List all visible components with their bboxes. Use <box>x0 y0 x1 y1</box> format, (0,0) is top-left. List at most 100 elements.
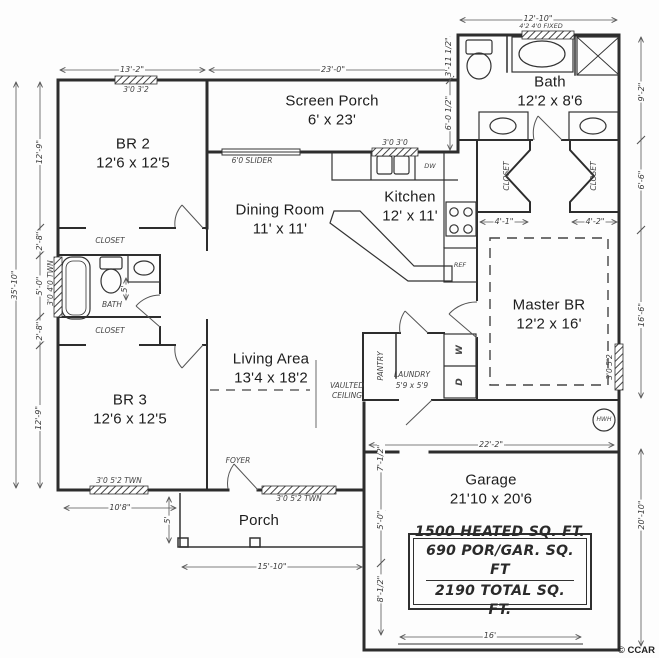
room-size: 12' x 11' <box>382 207 438 224</box>
hall-bath-fixtures <box>61 254 161 320</box>
room-label-screen-porch: Screen Porch 6' x 23' <box>285 93 378 130</box>
dim-garage-top: 22'-2" <box>477 440 505 449</box>
room-name: Dining Room <box>235 201 325 219</box>
master-door <box>448 301 478 339</box>
kitchen-sink-icon <box>376 155 393 175</box>
dim-right-bath: 9'-2" <box>637 81 646 103</box>
slider-door <box>221 148 301 156</box>
shower-icon <box>576 36 620 76</box>
dim-top-porch: 23'-0" <box>319 65 347 74</box>
room-name: Garage <box>465 471 517 489</box>
heated-sqft: 1500 HEATED SQ. FT. <box>414 524 586 540</box>
vanity-icon <box>478 111 529 141</box>
dim-garage-left-1: 7'-1/2" <box>376 443 385 473</box>
laundry-label: LAUNDRY <box>394 370 430 379</box>
window-hall-bath <box>53 256 63 318</box>
porch-post <box>249 537 261 548</box>
closet-label: CLOSET <box>95 326 125 335</box>
dim-left-total: 35'-10" <box>10 269 19 301</box>
total-sqft: 2190 TOTAL SQ. FT. <box>426 580 574 620</box>
window-label-br3: 3'0 5'2 TWN <box>96 476 142 485</box>
dim-bath-upper: 3'-11 1/2" <box>444 36 453 78</box>
room-size: 12'6 x 12'5 <box>96 154 170 171</box>
dim-right-closet: 6'-6" <box>637 169 646 191</box>
window-front <box>261 485 337 495</box>
room-label-br3: BR 3 12'6 x 12'5 <box>93 392 167 429</box>
window-bath <box>521 30 575 40</box>
bath-door <box>532 115 563 141</box>
ceiling-lines <box>210 237 609 428</box>
room-size: 12'2 x 16' <box>516 315 582 332</box>
dim-top-br2: 13'-2" <box>118 65 146 74</box>
closet-label: CLOSET <box>502 161 511 191</box>
room-label-bath: Bath 12'2 x 8'6 <box>517 74 582 111</box>
dim-garage-left-3: 8'-1/2" <box>376 574 385 604</box>
window-br2 <box>114 75 158 85</box>
window-label-master: 3'0 5'2 <box>605 354 614 380</box>
room-name: Screen Porch <box>285 92 379 110</box>
pantry-label: PANTRY <box>376 351 385 381</box>
porch-structure <box>177 493 583 645</box>
area-summary-box: 1500 HEATED SQ. FT. 690 POR/GAR. SQ. FT … <box>408 524 592 618</box>
vaulted-ceiling-label: VAULTED <box>329 381 365 390</box>
room-size: 12'2 x 8'6 <box>517 92 583 109</box>
door-swings <box>135 115 563 491</box>
laundry-size-label: 5'9 x 5'9 <box>395 381 429 390</box>
dim-hall-bath: 5' <box>120 284 129 294</box>
room-name: Living Area <box>232 350 310 368</box>
hwh-label: HWH <box>596 416 612 423</box>
dryer-label: D <box>455 378 465 386</box>
window-label-front: 3'0 5'2 TWN <box>276 494 322 503</box>
area-summary-inner: 1500 HEATED SQ. FT. 690 POR/GAR. SQ. FT … <box>413 524 587 618</box>
window-label-br2: 3'0 3'2 <box>123 85 149 94</box>
room-size: 21'10 x 20'6 <box>449 490 533 507</box>
master-tray-ceiling <box>489 237 609 386</box>
dim-closet-right: 4'-2" <box>584 217 606 226</box>
bath-label: BATH <box>102 300 122 309</box>
room-label-kitchen: Kitchen 12' x 11' <box>382 189 438 226</box>
sink-icon <box>127 254 161 283</box>
dim-right-master: 16'-6" <box>637 301 646 329</box>
room-label-porch: Porch <box>239 512 279 531</box>
br3-door <box>174 344 204 369</box>
room-size: 12'6 x 12'5 <box>93 410 167 427</box>
room-size: 11' x 11' <box>252 220 308 237</box>
bar-counter <box>329 210 453 282</box>
dim-br3-bottom: 10'8" <box>108 503 132 512</box>
window-label-bath: 4'2 4'0 FIXED <box>519 22 563 30</box>
window-label-kitchen: 3'0 3'0 <box>382 138 408 147</box>
washer-label: W <box>455 345 465 355</box>
foyer-label: FOYER <box>225 456 251 465</box>
dim-left-bath: 5'-0" <box>35 275 44 297</box>
room-label-garage: Garage 21'10 x 20'6 <box>450 472 532 509</box>
dim-closet-left: 4'-1" <box>493 217 515 226</box>
dim-top-bath: 12'-10" <box>522 14 554 23</box>
master-bath-fixtures <box>465 36 620 141</box>
room-name: Porch <box>238 511 280 529</box>
dim-left-br2: 12'-9" <box>35 138 44 166</box>
closet-label: CLOSET <box>589 161 598 191</box>
hall-bath-door <box>135 294 161 328</box>
room-name: Kitchen <box>384 188 436 206</box>
dim-bath-lower: 6'-0 1/2" <box>444 94 453 132</box>
vanity-icon <box>568 111 619 141</box>
window-label-hall: 3'0 4'0 TWN <box>46 260 55 306</box>
windows <box>53 30 624 495</box>
toilet-icon <box>99 256 123 270</box>
porch-garage-sqft: 690 POR/GAR. SQ. FT <box>426 543 574 578</box>
dim-right-garage: 20'-10" <box>637 499 646 531</box>
kitchen-sink-icon <box>393 155 410 175</box>
room-name: Bath <box>534 73 566 91</box>
vaulted-ceiling-label: CEILING <box>332 391 362 400</box>
room-name: BR 3 <box>112 391 148 409</box>
room-size: 13'4 x 18'2 <box>234 369 308 386</box>
front-door <box>227 463 259 491</box>
room-label-master: Master BR 12'2 x 16' <box>513 297 586 334</box>
refrigerator-icon <box>443 247 478 283</box>
copyright-label: © CCAR <box>617 645 655 656</box>
range-icon <box>445 201 477 237</box>
dim-left-closet1: 2'-8" <box>35 230 44 252</box>
dw-label: DW <box>424 162 436 170</box>
room-label-br2: BR 2 12'6 x 12'5 <box>96 136 170 173</box>
